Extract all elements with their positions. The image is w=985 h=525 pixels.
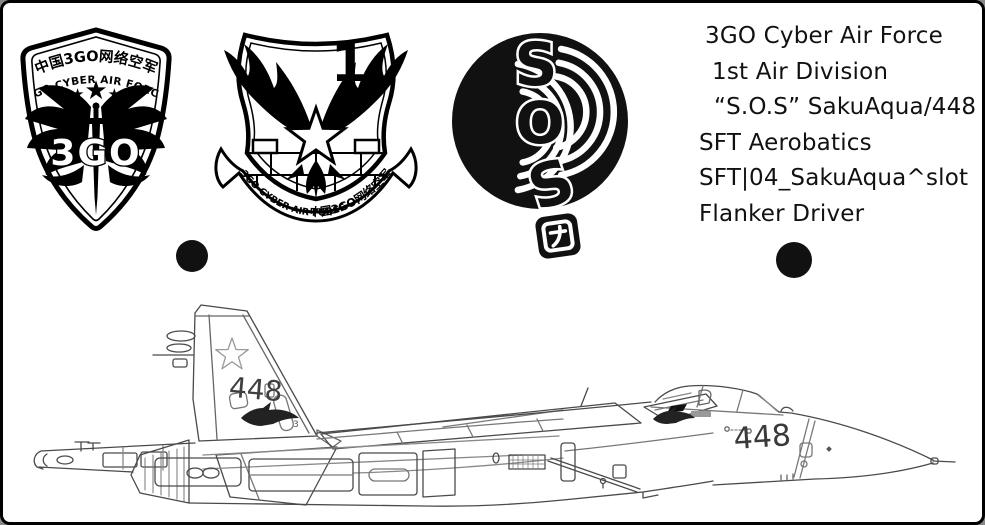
nose-number: 448 [733,418,793,457]
sos-letter-top: S [514,30,557,100]
intake-screen [508,454,546,470]
patch-3go-shield: 中国3GO网络空军 3GO CYBER AIR FORCE ★★★★★ 3GO [11,23,172,231]
badge-number: 1 [331,34,367,94]
tail-boom [33,441,196,473]
sos-tag-icon [535,213,581,259]
fuselage [188,387,714,507]
tail-fin [152,304,342,448]
sos-letter-mid: O [515,89,564,157]
sos-arcs [514,45,617,194]
info-line-4: SFT Aerobatics [699,129,872,156]
nose-markings [653,404,752,434]
sos-roundel: S O S [452,28,628,259]
tail-number: 448 [228,371,284,409]
badge-1st-air-division: 1 3GO CYBER AIR FORCE 中国3GO网络空军 [214,32,418,223]
fin-eagle-icon [241,402,299,426]
badge-ribbon [214,146,418,223]
registration-dot-left [176,240,208,272]
patch-center-label: 3GO [50,133,141,174]
aircraft-profile: 448 3 448 [33,240,956,507]
info-line-3: “S.O.S” SakuAqua/448 [714,94,977,120]
pitot-probe [930,457,956,465]
gear-doors [154,442,659,499]
info-line-5: SFT|04_SakuAqua^slot [699,165,969,191]
tailplane [215,446,338,506]
info-line-2: 1st Air Division [712,58,889,85]
eagle-star-icon [224,44,408,200]
nose-eagle-icon [653,406,695,424]
engine-nozzle [130,439,190,504]
irst-dome-icon [780,406,794,412]
info-line-1: 3GO Cyber Air Force [705,23,943,49]
badge-inner-line [245,42,387,190]
wing [320,402,642,450]
fin-star-icon [215,337,249,370]
info-text-block: 3GO Cyber Air Force 1st Air Division “S.… [699,19,976,232]
patch-inner-line [31,36,161,222]
fin-panel-mark: 3 [293,420,299,430]
registration-dot-right [776,242,812,278]
winged-sword-icon: 3GO [25,85,167,215]
info-line-6: Flanker Driver [699,200,865,227]
nose [712,406,934,486]
